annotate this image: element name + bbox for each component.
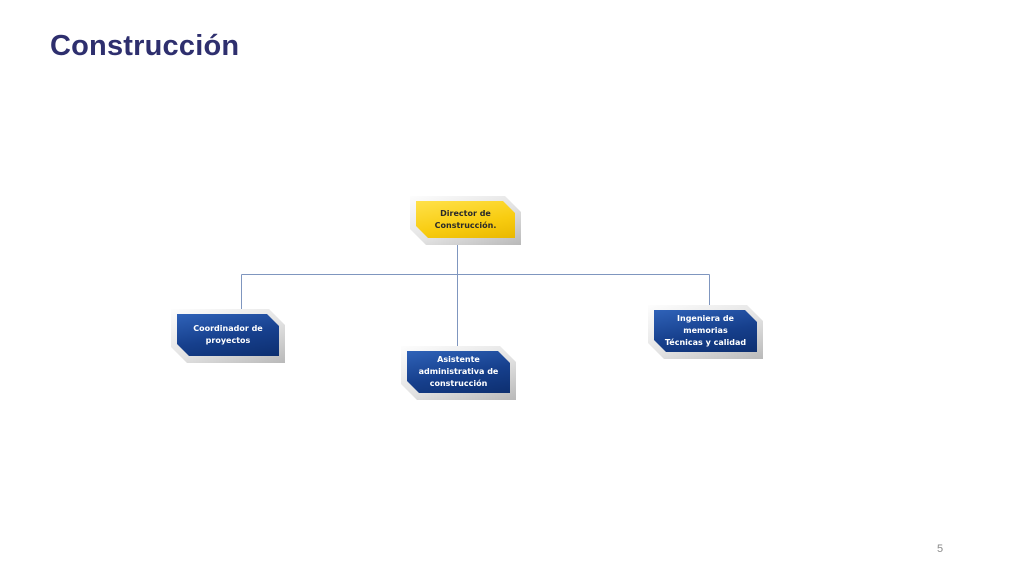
org-node-ingeniera-body: Ingeniera de memorias Técnicas y calidad: [654, 310, 757, 352]
org-node-director-body: Director de Construcción.: [416, 201, 515, 238]
org-node-asistente: Asistente administrativa de construcción: [401, 346, 516, 400]
org-node-coordinador: Coordinador de proyectos: [171, 309, 285, 363]
org-node-coordinador-label: Coordinador de proyectos: [193, 324, 263, 345]
slide-title: Construcción: [50, 30, 240, 62]
org-node-director-label: Director de Construcción.: [434, 208, 497, 230]
page-number: 5: [937, 543, 944, 555]
org-node-coordinador-body: Coordinador de proyectos: [177, 314, 279, 356]
org-node-asistente-body: Asistente administrativa de construcción: [407, 351, 510, 393]
org-node-ingeniera: Ingeniera de memorias Técnicas y calidad: [648, 305, 763, 359]
org-node-ingeniera-label: Ingeniera de memorias Técnicas y calidad: [664, 314, 747, 347]
org-node-director: Director de Construcción.: [410, 196, 521, 245]
org-node-asistente-label: Asistente administrativa de construcción: [418, 355, 499, 388]
